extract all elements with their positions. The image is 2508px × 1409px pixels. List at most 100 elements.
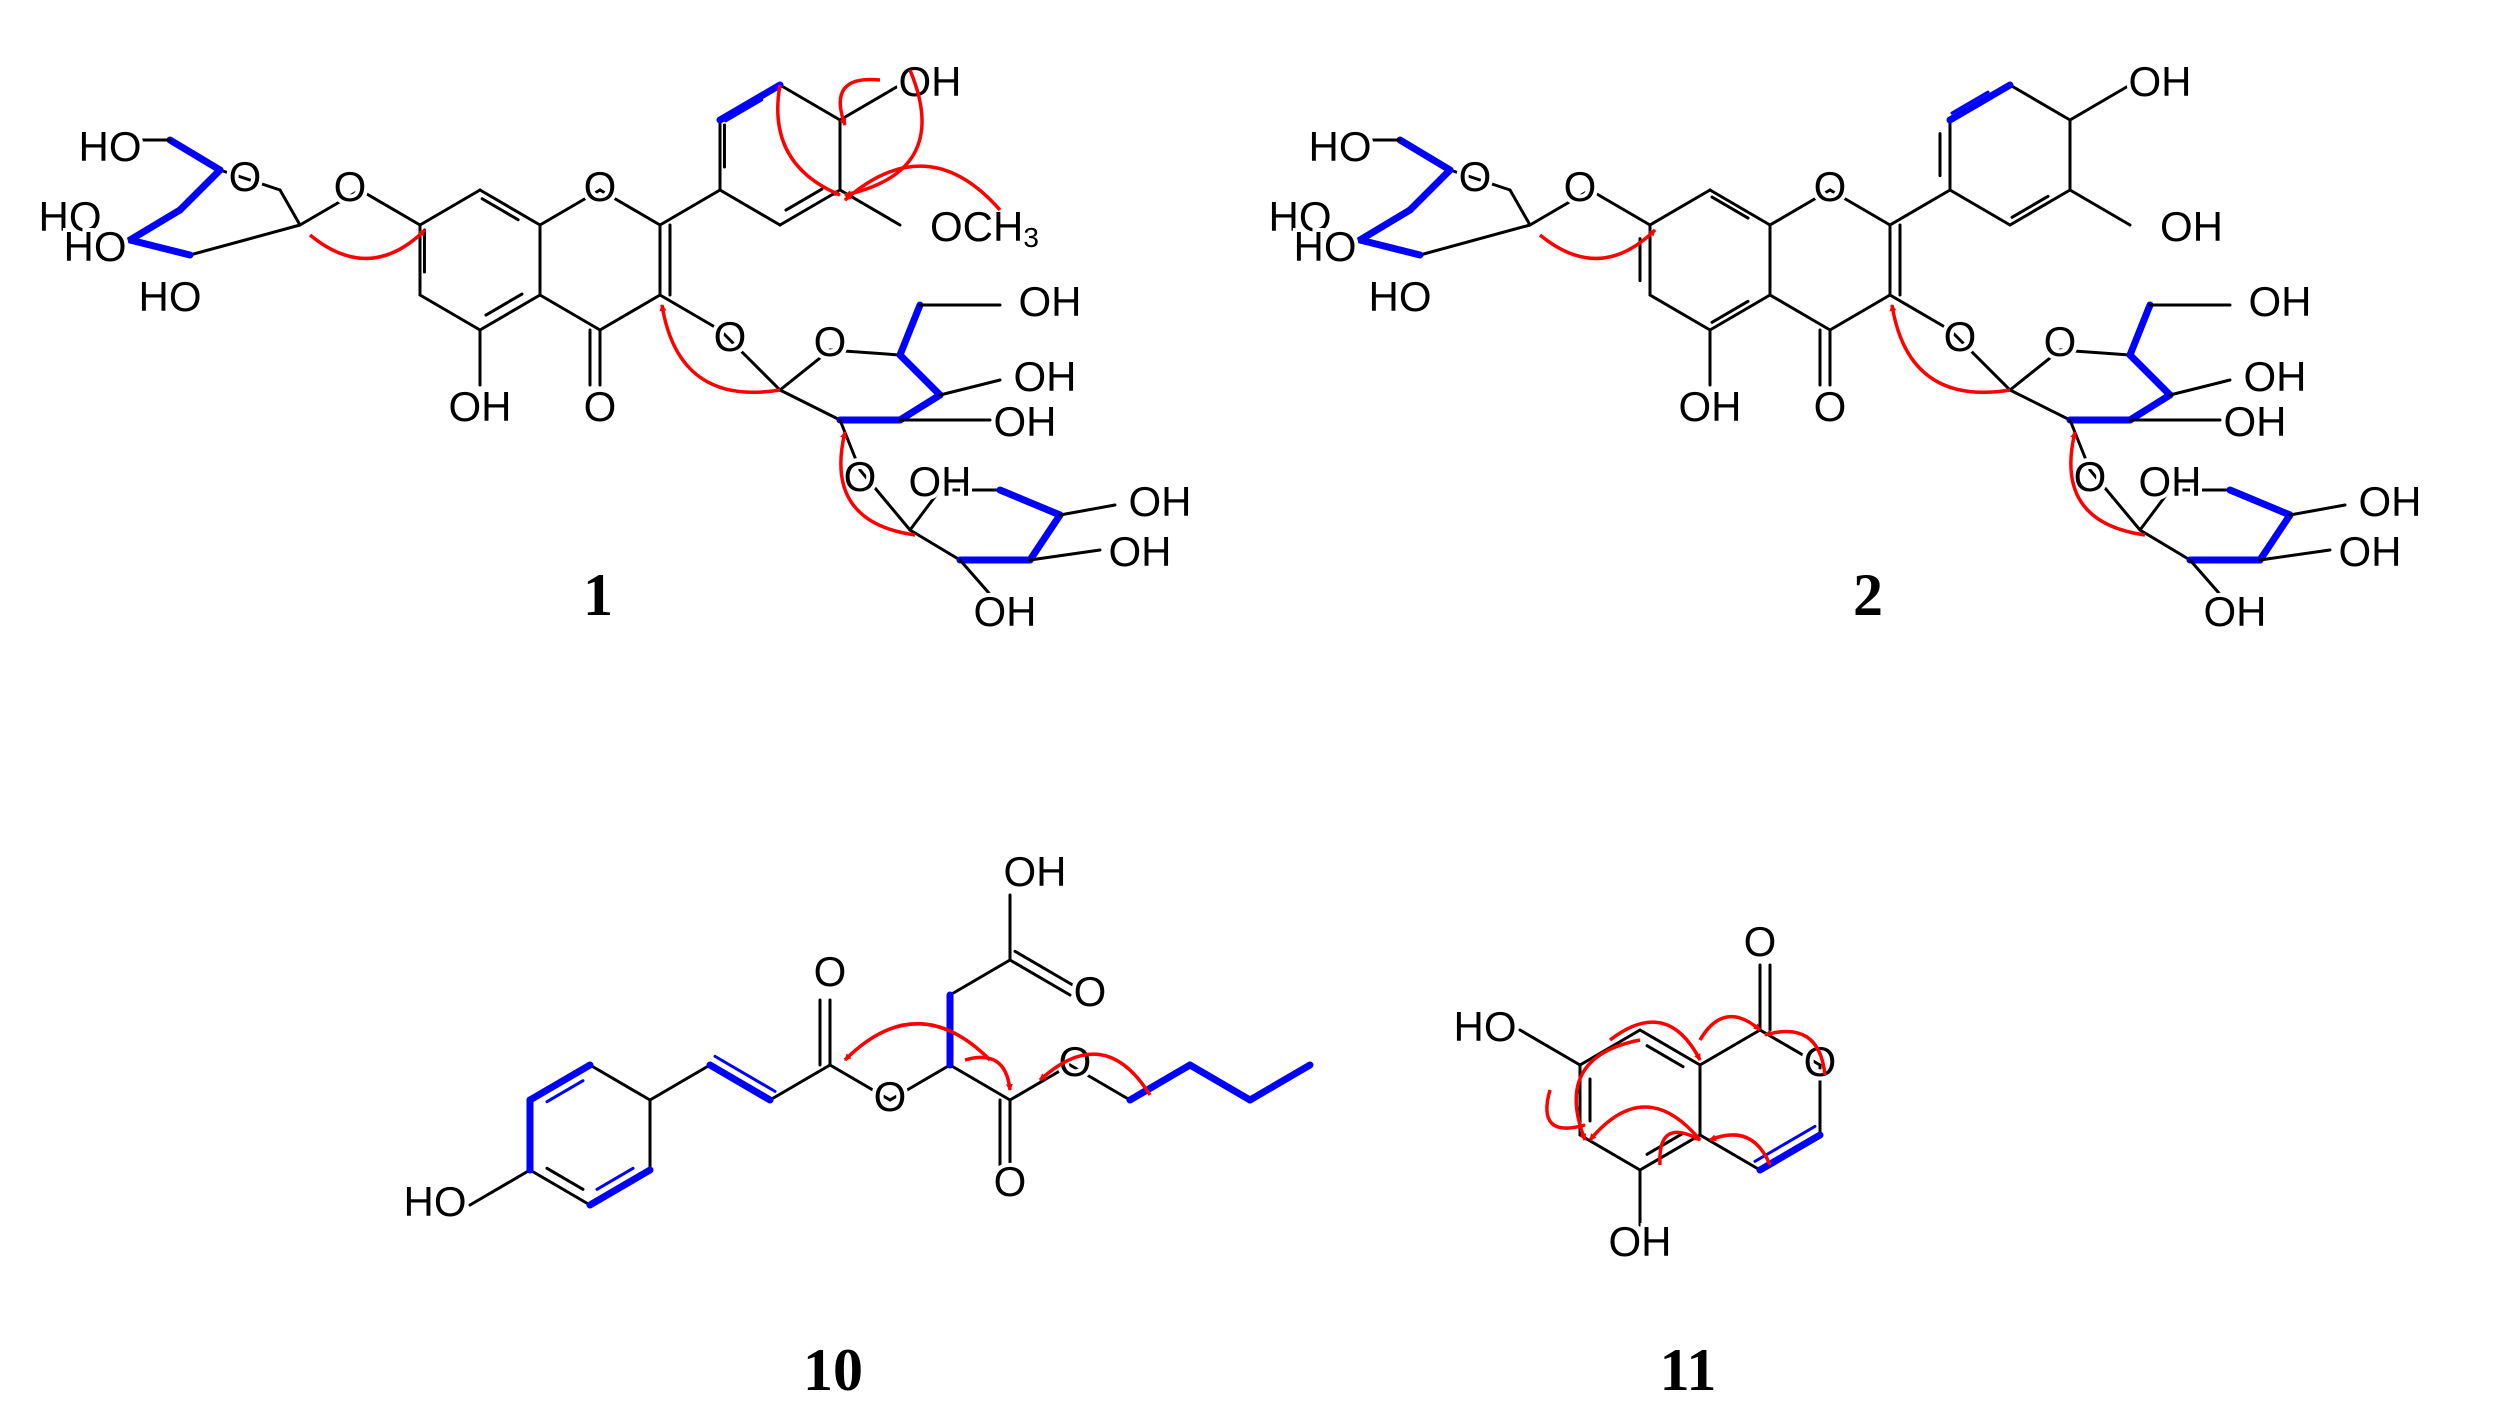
atom-label: O	[874, 1073, 907, 1120]
hmbc-arrow	[1608, 1020, 1702, 1061]
double-bond-inner-line	[1645, 1131, 1685, 1156]
compound-number: 10	[803, 1337, 863, 1403]
hmbc-arrow	[1574, 1038, 1641, 1141]
double-bond-inner-line	[545, 1079, 585, 1104]
bond	[478, 188, 542, 227]
bond	[1648, 293, 1712, 332]
atom-label: O	[229, 153, 262, 200]
bond	[418, 188, 482, 227]
bond	[528, 1168, 592, 1207]
atom-label: O	[2044, 318, 2077, 365]
hmbc-arrow	[838, 77, 881, 126]
bond	[778, 83, 842, 122]
atom-label: OH	[1019, 278, 1082, 325]
bond	[718, 188, 782, 227]
bond	[1528, 188, 1592, 227]
atom-label: O	[844, 453, 877, 500]
atom-label: O	[814, 948, 847, 995]
hmbc-arrow	[843, 69, 924, 198]
bond	[1638, 1028, 1702, 1067]
hmbc-arrow	[1889, 303, 2011, 395]
cosy-bond	[1356, 206, 1414, 244]
bond	[1948, 328, 2012, 392]
bond	[1648, 188, 1712, 227]
bond	[468, 1168, 532, 1207]
bond	[2168, 378, 2232, 397]
cosy-bond	[176, 166, 224, 214]
double-bond-inner-line	[1950, 90, 1990, 115]
bond	[838, 418, 862, 472]
atom-label: O	[814, 318, 847, 365]
atom-label: OH	[1129, 478, 1192, 525]
bond	[938, 378, 1002, 397]
atom-label: OH	[1014, 353, 1077, 400]
bond	[2258, 548, 2332, 562]
bond	[478, 293, 542, 332]
cosy-bond	[2126, 351, 2174, 399]
cosy-bond	[2256, 511, 2294, 564]
atom-label: HO	[1454, 1003, 1517, 1050]
compound-number: 2	[1853, 562, 1883, 628]
bond	[1058, 503, 1117, 517]
double-bond-inner-line	[724, 98, 764, 123]
bond	[2008, 388, 2072, 422]
cosy-bond	[1186, 1061, 1254, 1104]
atom-label: HO	[1269, 193, 1332, 240]
bond	[218, 168, 282, 192]
cosy-bond	[126, 236, 194, 259]
hmbc-arrow	[1658, 1130, 1701, 1166]
bond	[1508, 188, 1532, 227]
bond	[718, 328, 782, 392]
bond	[1708, 293, 1772, 332]
atom-label: HO	[1309, 123, 1372, 170]
bond	[1828, 293, 1892, 332]
atom-label: OH	[2359, 478, 2422, 525]
atom-label: OH	[1679, 383, 1742, 430]
bond	[358, 188, 422, 227]
atom-label: O	[1804, 1038, 1837, 1085]
atom-label: OH	[2204, 588, 2267, 635]
bond	[1828, 188, 1892, 227]
bond	[648, 1063, 712, 1102]
hmbc-arrow	[1709, 1133, 1772, 1166]
cosy-bond	[1396, 136, 1454, 174]
atom-label: HO	[1294, 223, 1357, 270]
bond	[1768, 293, 1832, 332]
atom-label: HO	[64, 223, 127, 270]
double-bond-inner-line	[2010, 194, 2050, 219]
hmbc-arrow	[659, 303, 781, 395]
atom-label: O	[1944, 313, 1977, 360]
bond	[1888, 188, 1952, 227]
cosy-bond	[1246, 1061, 1314, 1104]
bond	[828, 1063, 892, 1102]
atom-label: OCH3	[930, 203, 1039, 253]
bond	[538, 293, 602, 332]
bond	[658, 188, 722, 227]
hmbc-arrow	[1698, 1014, 1762, 1041]
bond	[908, 528, 962, 562]
cosy-bond	[166, 136, 224, 174]
hmbc-arrow	[964, 1055, 1013, 1092]
atom-label: HO	[139, 273, 202, 320]
bond	[658, 293, 722, 332]
compound-number: 11	[1660, 1337, 1717, 1403]
atom-label: OH	[2139, 458, 2202, 505]
cosy-bond	[1026, 511, 1064, 564]
bond	[2288, 503, 2347, 517]
cosy-bond	[996, 486, 1064, 519]
bond	[298, 188, 362, 227]
bond	[948, 1063, 1012, 1102]
cosy-bond	[586, 1166, 654, 1209]
atom-label: OH	[1004, 848, 1067, 895]
atom-label: O	[1814, 383, 1847, 430]
bond	[2188, 558, 2227, 602]
hmbc-arrow	[843, 1022, 992, 1062]
atom-label: HO	[404, 1178, 467, 1225]
atom-label: O	[1074, 968, 1107, 1015]
bond	[2058, 348, 2132, 357]
double-bond-inner-line	[1645, 1044, 1685, 1069]
bond	[778, 188, 842, 227]
